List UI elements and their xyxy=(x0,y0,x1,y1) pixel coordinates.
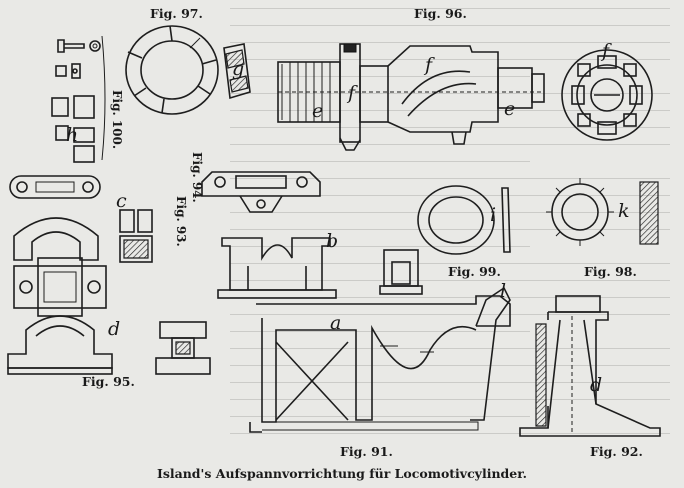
link-plate-drawing xyxy=(9,175,101,199)
fig100-small-parts-drawing xyxy=(51,35,106,163)
show-through-line xyxy=(230,399,670,400)
fig93-label: Fig. 93. xyxy=(174,196,188,247)
show-through-line xyxy=(230,110,670,111)
fig98-label: Fig. 98. xyxy=(584,264,637,279)
letter-l: l xyxy=(500,280,507,302)
show-through-line xyxy=(230,8,670,9)
letter-c: c xyxy=(116,190,127,212)
fig91-label: Fig. 91. xyxy=(340,444,393,459)
show-through-line xyxy=(230,348,670,349)
letter-h: h xyxy=(66,124,79,146)
show-through-line xyxy=(230,297,670,298)
fig97-ring-nut-drawing xyxy=(125,25,251,115)
show-through-line xyxy=(230,161,530,162)
letter-b: b xyxy=(326,230,339,252)
show-through-line xyxy=(230,433,670,434)
fig95-label: Fig. 95. xyxy=(82,374,135,389)
show-through-line xyxy=(230,42,670,43)
letter-i: i xyxy=(490,204,497,226)
letter-f-left: f xyxy=(348,82,356,104)
show-through-line xyxy=(230,246,530,247)
letter-g: g xyxy=(232,58,245,80)
fig92-label: Fig. 92. xyxy=(590,444,643,459)
fig100-label: Fig. 100. xyxy=(110,90,124,150)
show-through-line xyxy=(230,331,530,332)
fig96-label: Fig. 96. xyxy=(414,6,467,21)
show-through-line xyxy=(230,229,670,230)
show-through-line xyxy=(230,382,670,383)
fig94-label: Fig. 94. xyxy=(190,152,204,203)
show-through-line xyxy=(230,59,670,60)
show-through-line xyxy=(230,144,670,145)
fig99-label: Fig. 99. xyxy=(448,264,501,279)
fig95-bearing-drawing xyxy=(7,257,211,375)
show-through-line xyxy=(230,314,670,315)
show-through-line xyxy=(230,93,670,94)
show-through-line xyxy=(230,365,670,366)
fig92-support-drawing xyxy=(519,295,661,437)
letter-d-left: d xyxy=(108,318,121,340)
letter-d-right: d xyxy=(590,374,603,396)
fig93-base-block-drawing xyxy=(201,171,321,213)
letter-e-left: e xyxy=(312,100,324,122)
fig-f-round-plate-drawing xyxy=(561,49,653,141)
show-through-line xyxy=(230,178,670,179)
show-through-line xyxy=(230,76,530,77)
letter-f-top-right: f xyxy=(602,40,610,62)
show-through-line xyxy=(230,127,670,128)
letter-e-right: e xyxy=(504,98,516,120)
show-through-line xyxy=(230,25,670,26)
fig-b-stand-drawing xyxy=(217,237,423,299)
fig98-toothed-ring-drawing xyxy=(546,178,659,246)
show-through-line xyxy=(230,212,670,213)
letter-f-spindle: f xyxy=(425,54,433,76)
show-through-line xyxy=(230,280,670,281)
show-through-line xyxy=(230,195,670,196)
plate-caption: Island's Aufspannvorrichtung für Locomot… xyxy=(156,466,528,481)
fig97-label: Fig. 97. xyxy=(150,6,203,21)
letter-k: k xyxy=(618,200,630,222)
fig99-ring-drawing xyxy=(417,185,511,255)
show-through-line xyxy=(230,263,670,264)
letter-a: a xyxy=(330,312,342,334)
fig91-frame-drawing xyxy=(249,286,511,433)
fig96-spindle-drawing xyxy=(277,43,545,151)
fig94-clamp-drawing xyxy=(13,209,153,263)
show-through-line xyxy=(230,416,530,417)
